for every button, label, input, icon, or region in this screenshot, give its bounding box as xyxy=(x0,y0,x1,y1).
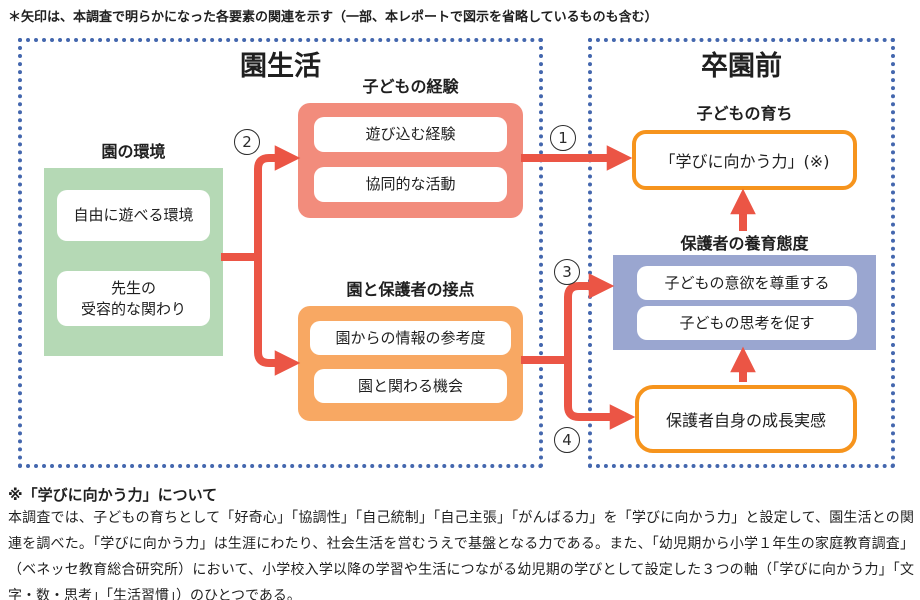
footnote-body: 本調査では、子どもの育ちとして「好奇心」「協調性」「自己統制」「自己主張」「がん… xyxy=(8,510,914,600)
arrow-3-to-parenting xyxy=(564,273,615,362)
arrow-number-1: 1 xyxy=(550,125,576,151)
arrow-number-4: 4 xyxy=(554,427,580,453)
experience-group-label: 子どもの経験 xyxy=(362,77,459,96)
environment-group-label: 園の環境 xyxy=(101,142,166,161)
footnote-heading: ※「学びに向かう力」について xyxy=(8,486,218,504)
environment-item: 自由に遊べる環境 xyxy=(57,190,210,241)
panel-before-graduation-title: 卒園前 xyxy=(701,51,782,82)
child-growth-label: 子どもの育ち xyxy=(696,104,793,123)
parenting-item: 子どもの思考を促す xyxy=(637,306,857,340)
parenting-group-label: 保護者の養育態度 xyxy=(680,234,809,253)
contact-item: 園と関わる機会 xyxy=(314,369,507,403)
experience-item: 遊び込む経験 xyxy=(314,117,507,152)
contact-group-label: 園と保護者の接点 xyxy=(346,280,475,299)
parent-growth-box: 保護者自身の成長実感 xyxy=(635,385,857,453)
arrow-number-2: 2 xyxy=(234,129,260,155)
contact-item: 園からの情報の参考度 xyxy=(310,321,511,355)
parenting-item: 子どもの意欲を尊重する xyxy=(637,266,857,300)
arrow-number-3: 3 xyxy=(554,259,580,285)
panel-before-graduation xyxy=(588,38,895,468)
learning-power-box: 「学びに向かう力」(※) xyxy=(632,130,857,190)
environment-item: 先生の 受容的な関わり xyxy=(57,271,210,326)
panel-kindergarten-life xyxy=(18,38,543,468)
panel-kindergarten-life-title: 園生活 xyxy=(240,51,321,82)
top-note: ＊矢印は、本調査で明らかになった各要素の関連を示す（一部、本レポートで図示を省略… xyxy=(8,10,658,25)
experience-item: 協同的な活動 xyxy=(314,167,507,202)
